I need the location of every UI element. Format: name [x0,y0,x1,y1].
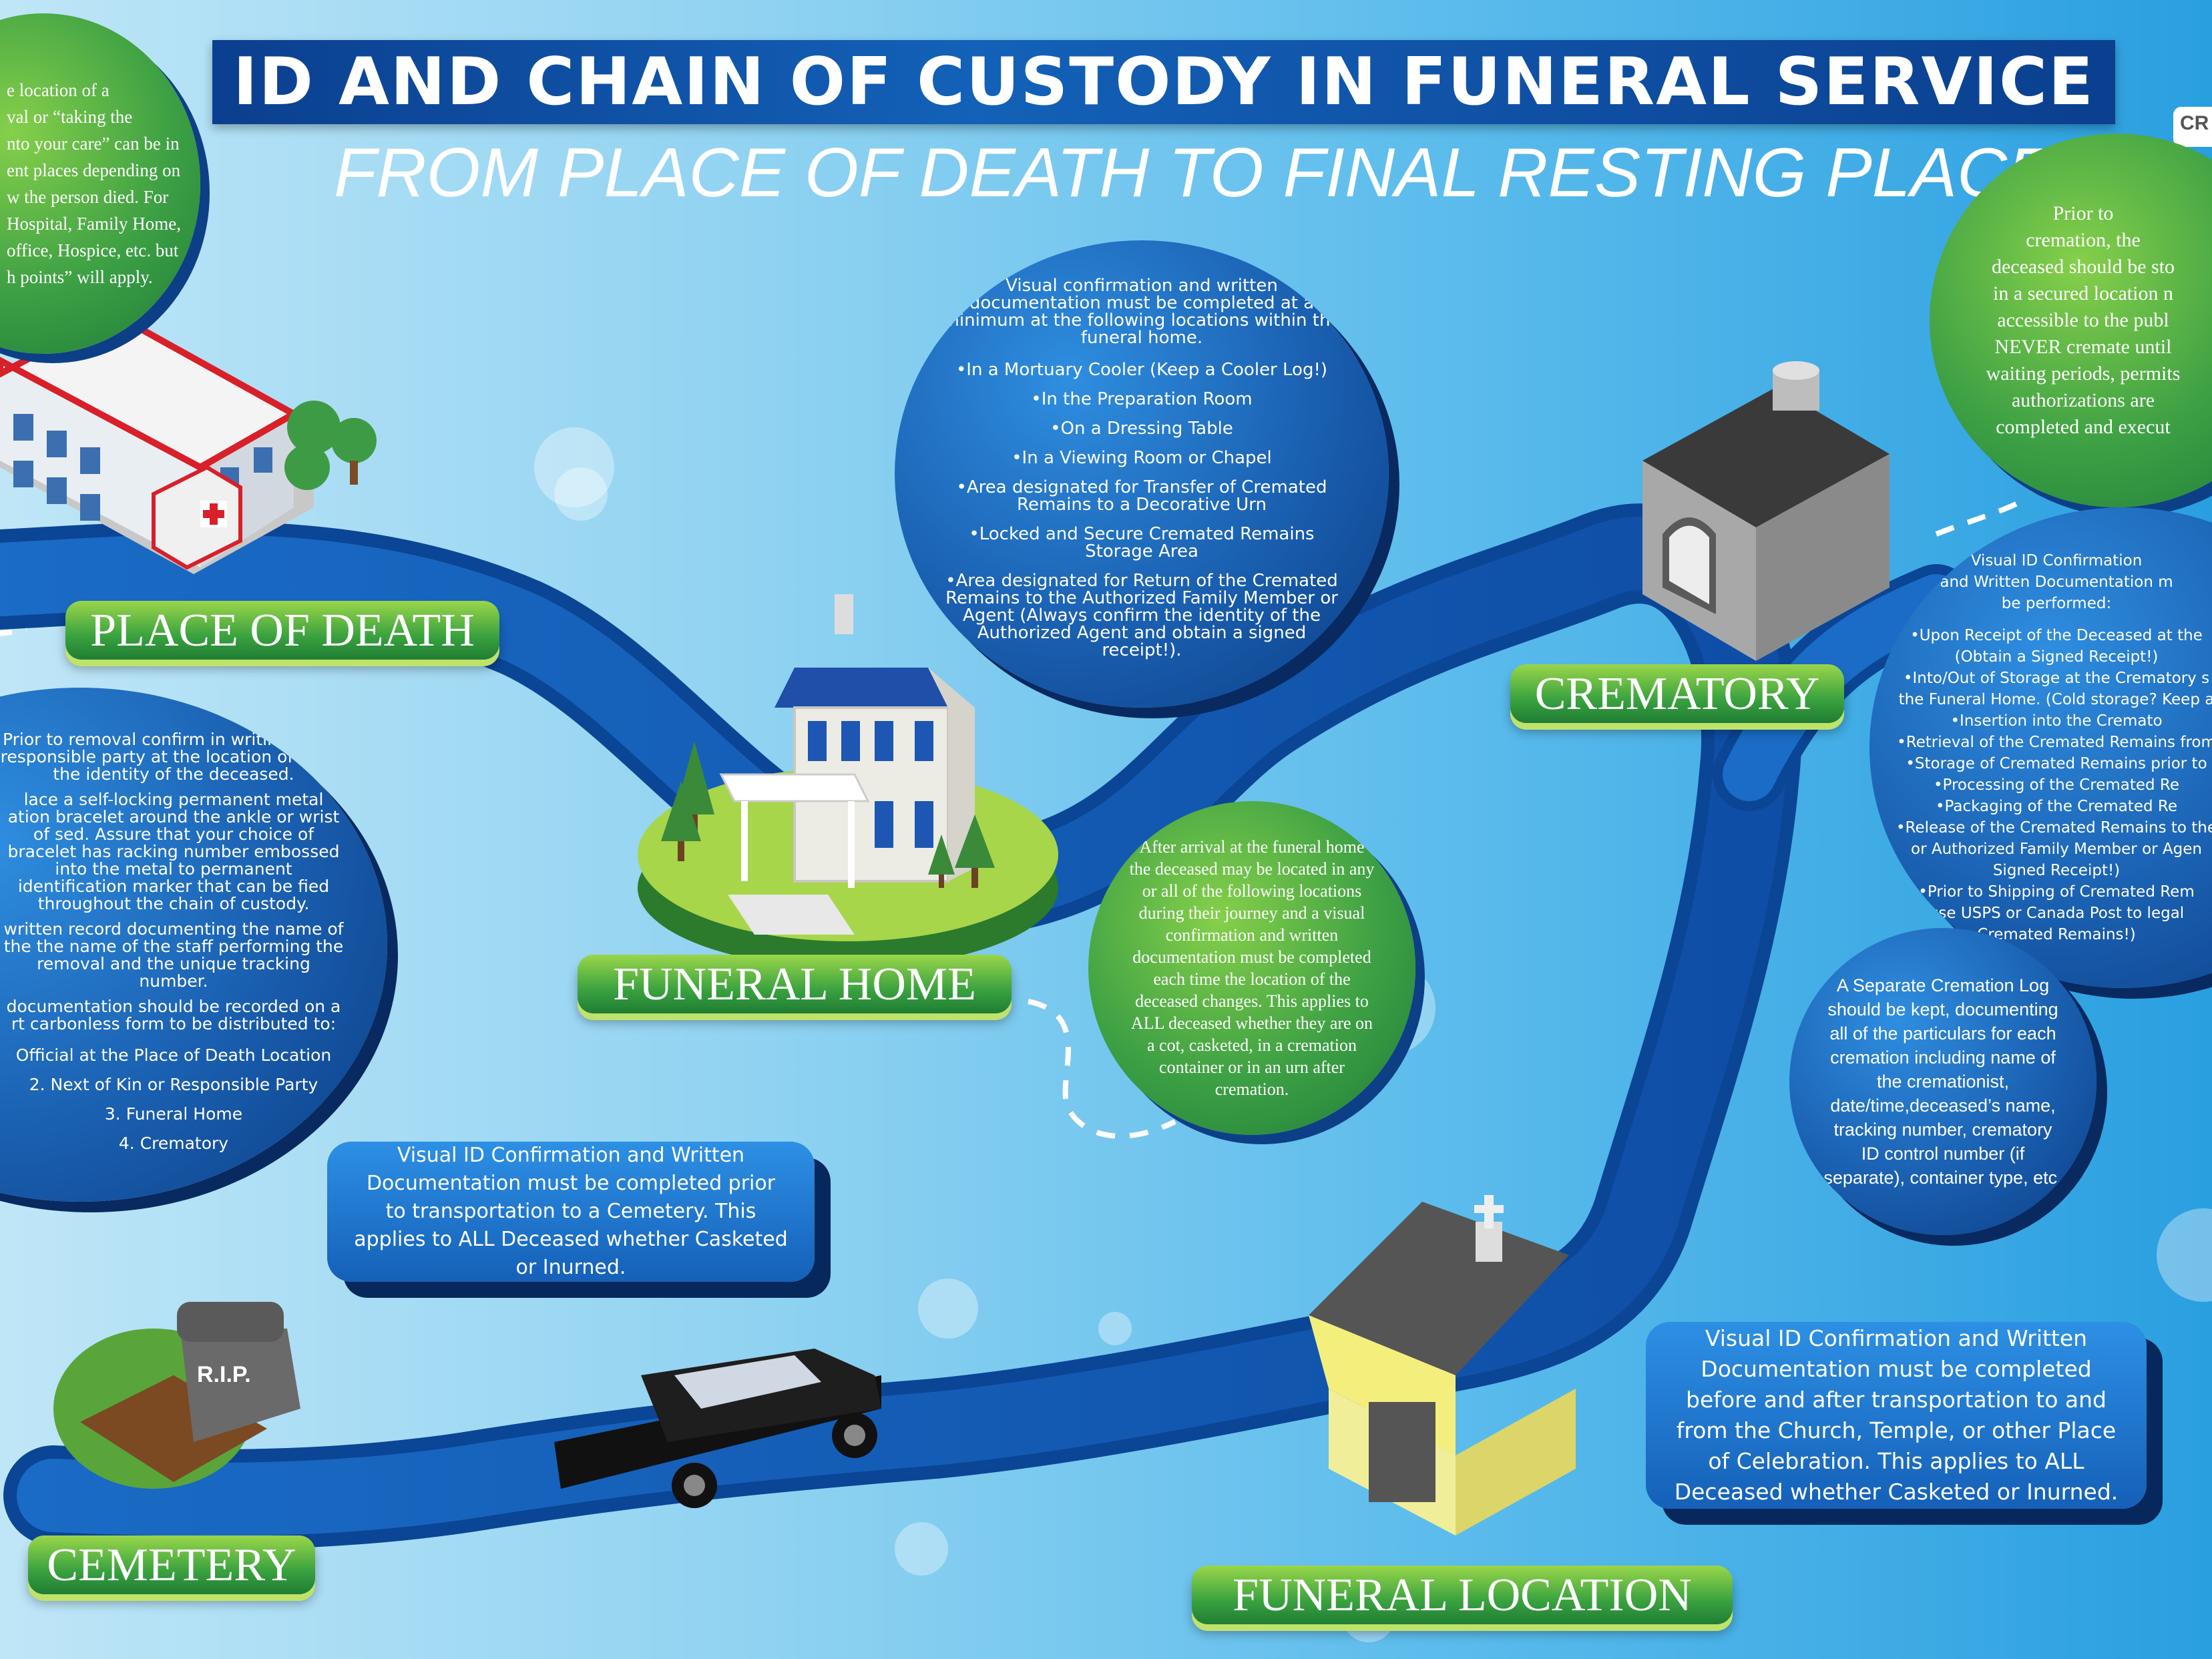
brand-logo: CR [2173,107,2212,147]
label-funeral-location: FUNERAL LOCATION [1192,1566,1733,1624]
location-item: •In a Viewing Room or Chapel [1012,448,1272,468]
crematory-item: or Authorized Family Member or Agen [1911,841,2202,858]
crematory-item: use USPS or Canada Post to legal [1928,905,2185,922]
locations-intro: Visual confirmation and written document… [942,276,1341,348]
crematory-intro: Visual ID Confirmation and Written Docum… [1890,550,2212,614]
page-title: ID AND CHAIN OF CUSTODY IN FUNERAL SERVI… [233,44,2094,120]
chapel-building-icon [1309,1195,1576,1535]
tree-icon [661,741,995,888]
text-line: be performed: [2001,595,2112,612]
rip-gravestone-icon: R.I.P. [53,1302,300,1489]
crematory-item: •Packaging of the Cremated Re [1935,798,2177,815]
hospital-building-icon [0,310,377,574]
distribution-item: 3. Funeral Home [104,1104,243,1124]
funeral-home-house-icon [638,594,1058,968]
circle-prior-to-cremation: Prior to cremation, the deceased should … [1930,134,2212,507]
location-item: •In a Mortuary Cooler (Keep a Cooler Log… [955,360,1328,380]
prior-to-cremation-text: Prior to cremation, the deceased should … [1970,200,2197,441]
crematory-item: •Into/Out of Storage at the Crematory s [1903,670,2210,687]
crematory-item: •Upon Receipt of the Deceased at the [1910,627,2203,644]
journey-path [0,503,1973,1550]
distribution-item: Official at the Place of Death Location [15,1045,332,1065]
text-line: nto your care” can be in [7,134,180,154]
label-place-of-death: PLACE OF DEATH [65,601,499,660]
funeral-location-documentation-box: Visual ID Confirmation and Written Docum… [1646,1322,2147,1509]
svg-text:R.I.P.: R.I.P. [197,1362,251,1387]
locations-list: •In a Mortuary Cooler (Keep a Cooler Log… [941,361,1342,659]
circle-after-arrival: After arrival at the funeral home the de… [1088,801,1415,1135]
text-line: cremation, the [2026,229,2141,251]
cremation-log-text: A Separate Cremation Log should be kept,… [1823,975,2062,1188]
crematory-item: •Insertion into the Cremato [1950,712,2163,730]
after-arrival-text: After arrival at the funeral home the de… [1129,837,1375,1099]
written-record-instruction: written record documenting the name of t… [3,919,344,991]
crematory-item: •Storage of Cremated Remains prior to [1906,755,2207,772]
text-line: deceased should be sto [1991,256,2175,278]
hearse-car-icon [554,1349,881,1508]
circle-removal-procedure: Prior to removal confirm in writing with… [0,688,387,1202]
crematory-oven-icon [1642,361,1890,661]
location-item: •Locked and Secure Cremated Remains Stor… [969,524,1315,561]
location-item: •In the Preparation Room [1031,389,1253,409]
crematory-item: •Release of the Cremated Remains to the [1896,819,2212,837]
text-line: NEVER cremate until [1994,336,2172,358]
text-line: authorizations are [2011,389,2155,411]
distribution-item: 2. Next of Kin or Responsible Party [29,1075,318,1094]
carbonless-form-instruction: documentation should be recorded on a rt… [6,997,341,1033]
text-line: h points” will apply. [7,267,153,287]
distribution-item: 4. Crematory [118,1134,229,1153]
text-line: in a secured location n [1993,282,2173,304]
text-line: accessible to the publ [1997,309,2169,331]
crematory-item: the Funeral Home. (Cold storage? Keep a [1898,691,2212,708]
label-funeral-home: FUNERAL HOME [578,955,1012,1013]
text-line: waiting periods, permits [1986,363,2181,385]
funeral-location-box-text: Visual ID Confirmation and Written Docum… [1674,1325,2119,1505]
circle-funeral-home-locations: Visual confirmation and written document… [895,240,1389,708]
location-item: •Area designated for Transfer of Cremate… [956,477,1327,515]
crematory-item: (Obtain a Signed Receipt!) [1954,648,2159,666]
text-line: val or “taking the [7,107,133,127]
text-line: ent places depending on [7,160,181,180]
crematory-item: •Prior to Shipping of Cremated Rem [1918,883,2195,901]
cemetery-documentation-box: Visual ID Confirmation and Written Docum… [327,1142,815,1282]
bracelet-instruction: lace a self-locking permanent metal atio… [7,790,340,913]
page-subtitle: FROM PLACE OF DEATH TO FINAL RESTING PLA… [334,134,2054,212]
circle-cremation-log: A Separate Cremation Log should be kept,… [1789,928,2096,1235]
removal-location-text: e location of a val or “taking the nto y… [7,77,181,290]
crematory-item: Signed Receipt!) [1992,862,2121,879]
circle-crematory-documentation: Visual ID Confirmation and Written Docum… [1869,507,2212,988]
crematory-item: •Processing of the Cremated Re [1933,776,2180,794]
title-banner [212,40,2115,124]
logo-text: CR [2180,112,2209,134]
removal-procedure-text: Prior to removal confirm in writing with… [0,731,347,1158]
crematory-documentation-text: Visual ID Confirmation and Written Docum… [1890,550,2212,945]
text-line: completed and execut [1996,416,2171,438]
location-item: •On a Dressing Table [1050,419,1233,439]
text-line: and Written Documentation m [1940,573,2173,591]
cemetery-box-text: Visual ID Confirmation and Written Docum… [354,1144,788,1279]
text-line: office, Hospice, etc. but [7,240,179,260]
text-line: e location of a [7,80,109,100]
location-item: •Area designated for Return of the Crema… [945,571,1338,660]
label-cemetery: CEMETERY [28,1535,315,1594]
funeral-home-locations-text: Visual confirmation and written document… [941,277,1342,671]
distribution-list: Official at the Place of Death Location … [0,1041,347,1158]
text-line: Prior to [2052,202,2114,224]
crematory-item: •Retrieval of the Cremated Remains from [1897,734,2212,751]
label-crematory: CREMATORY [1510,664,1844,723]
text-line: Visual ID Confirmation [1970,552,2143,569]
text-line: Hospital, Family Home, [7,214,181,234]
dashed-connectors [0,498,2024,1139]
text-line: w the person died. For [7,187,169,207]
